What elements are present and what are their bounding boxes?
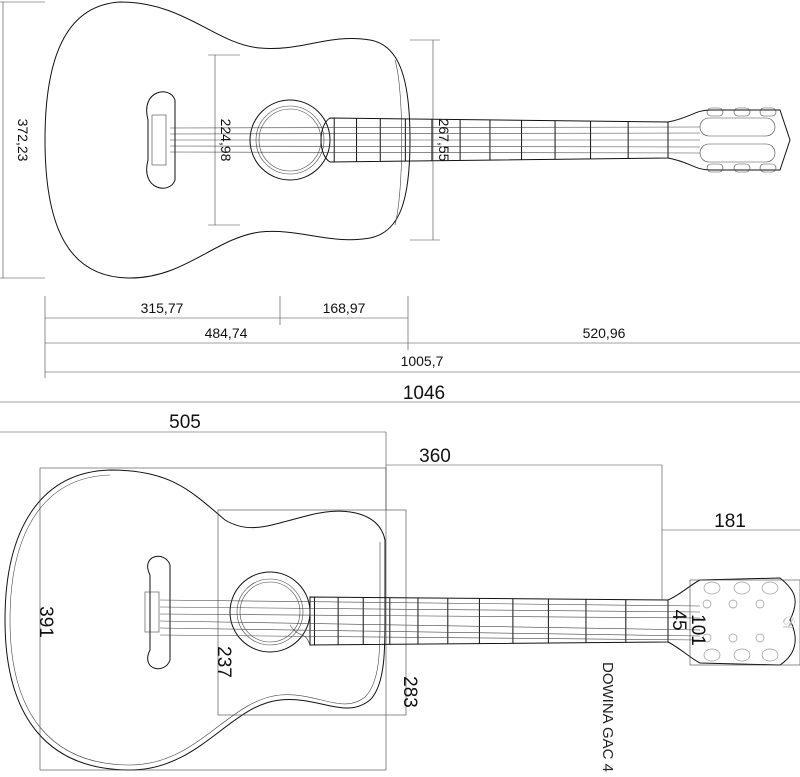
headstock-logo: 𝒟 (782, 615, 795, 632)
dim-45: 45 (668, 609, 689, 630)
model-label: DOWINA GAC 4 (599, 662, 616, 772)
dim-391: 391 (35, 606, 56, 638)
dim-237: 237 (213, 646, 234, 678)
upper-bout-box (217, 509, 407, 716)
bottom-dimension-lines (0, 431, 800, 600)
dim-315-77: 315,77 (141, 300, 184, 316)
bottom-bridge (147, 555, 171, 670)
dim-360: 360 (419, 446, 451, 467)
top-headstock (667, 109, 791, 171)
dim-224-98: 224,98 (218, 119, 234, 162)
top-neck (320, 117, 669, 163)
dim-372-23: 372,23 (15, 119, 31, 162)
top-body-outline (44, 1, 411, 279)
dim-181: 181 (714, 511, 746, 532)
dim-520-96: 520,96 (583, 325, 626, 341)
dim-101: 101 (687, 614, 708, 646)
dim-168-97: 168,97 (323, 300, 366, 316)
top-dimension-lines (0, 1, 800, 403)
body-bounding-box (39, 467, 387, 771)
top-guitar (44, 1, 791, 279)
bottom-guitar: 𝒟 (4, 467, 800, 771)
top-bridge (146, 91, 176, 189)
dim-505: 505 (169, 412, 201, 433)
dim-283: 283 (399, 676, 420, 708)
bottom-headstock (667, 577, 796, 666)
dim-1005-7: 1005,7 (401, 353, 444, 369)
bottom-body-outline (4, 469, 386, 771)
dim-484-74: 484,74 (205, 325, 248, 341)
bottom-soundhole (229, 571, 311, 653)
dim-267-55: 267,55 (436, 119, 452, 162)
dim-1046: 1046 (403, 383, 445, 404)
